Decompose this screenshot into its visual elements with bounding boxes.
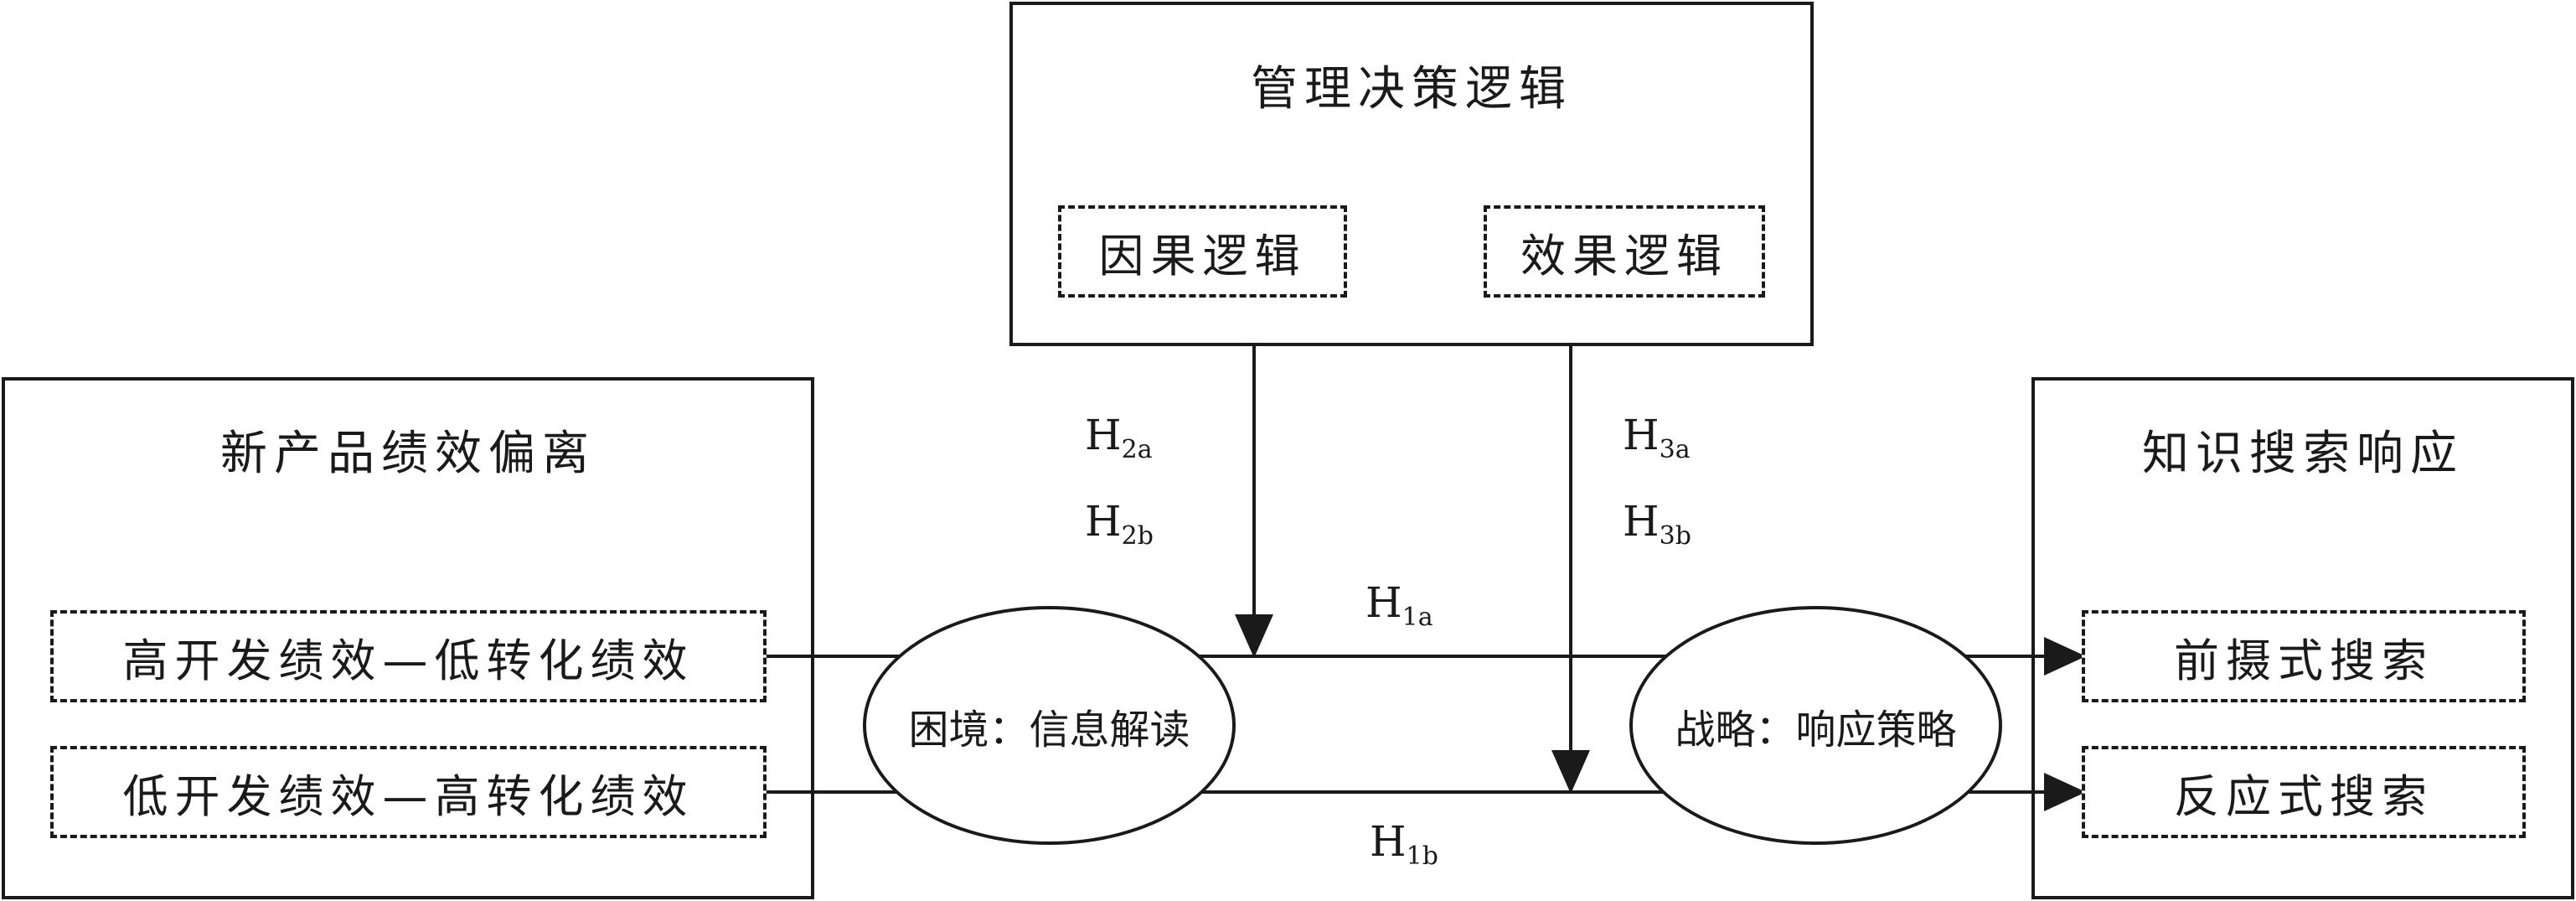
- h2-arrowhead: [1235, 614, 1273, 658]
- effectuation-logic-box: 效果逻辑: [1484, 205, 1765, 298]
- h1b-label: H1b: [1370, 817, 1438, 871]
- deviation-item-1-box: 高开发绩效—低转化绩效: [50, 610, 767, 702]
- h3a-label: H3a: [1623, 411, 1691, 464]
- search-item-2-label: 反应式搜索: [2174, 769, 2434, 823]
- search-item-2-box: 反应式搜索: [2082, 746, 2526, 838]
- deviation-item-2-label: 低开发绩效—高转化绩效: [122, 769, 694, 823]
- deviation-item-2-box: 低开发绩效—高转化绩效: [50, 746, 767, 838]
- search-item-1-label: 前摄式搜索: [2174, 634, 2434, 687]
- h1a-label: H1a: [1365, 578, 1433, 632]
- h3-arrowhead: [1551, 750, 1590, 794]
- search-item-1-box: 前摄式搜索: [2082, 610, 2526, 702]
- strategy-ellipse: 战略：响应策略: [1629, 606, 2002, 845]
- decision-logic-box: 管理决策逻辑: [1009, 2, 1814, 346]
- h2a-label: H2a: [1085, 411, 1153, 464]
- causation-logic-label: 因果逻辑: [1098, 229, 1307, 282]
- decision-logic-title: 管理决策逻辑: [1251, 62, 1572, 117]
- dilemma-ellipse: 困境：信息解读: [863, 606, 1236, 845]
- performance-deviation-box: 新产品绩效偏离: [2, 377, 814, 899]
- dilemma-label: 困境：信息解读: [908, 706, 1190, 753]
- deviation-item-1-label: 高开发绩效—低转化绩效: [122, 634, 694, 687]
- h1b-arrowhead: [2044, 773, 2086, 811]
- strategy-label: 战略：响应策略: [1675, 706, 1957, 753]
- h1a-arrowhead: [2044, 637, 2086, 676]
- h2b-label: H2b: [1085, 497, 1154, 551]
- search-response-box: 知识搜索响应: [2031, 377, 2574, 899]
- h3b-label: H3b: [1623, 497, 1691, 551]
- search-response-title: 知识搜索响应: [2142, 427, 2464, 481]
- effectuation-logic-label: 效果逻辑: [1520, 229, 1728, 282]
- causation-logic-box: 因果逻辑: [1058, 205, 1347, 298]
- performance-deviation-title: 新产品绩效偏离: [220, 427, 596, 481]
